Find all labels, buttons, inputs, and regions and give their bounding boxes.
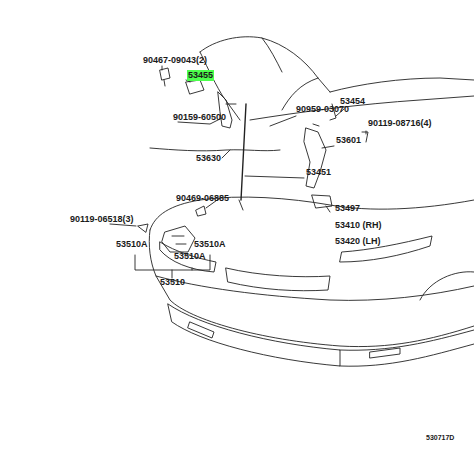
part-number: 53497: [335, 203, 360, 214]
part-number: 90467-09043(2): [143, 55, 207, 66]
part-number: 53510A: [194, 239, 226, 250]
part-number: 53510A: [116, 239, 148, 250]
part-number: 53455: [187, 70, 214, 81]
part-number: 53601: [336, 135, 361, 146]
part-number: 90159-60500: [173, 112, 226, 123]
part-number: 53451: [306, 167, 331, 178]
part-number: 53410 (RH): [335, 220, 382, 231]
part-number: 90119-06518(3): [70, 214, 134, 225]
part-number: 53454: [340, 96, 365, 107]
part-number: 53420 (LH): [335, 236, 381, 247]
part-number: 53510: [160, 277, 185, 288]
part-number: 53630: [196, 153, 221, 164]
part-number: 90469-06885: [176, 193, 229, 204]
part-number: 90119-08716(4): [368, 118, 432, 129]
figure-code: 530717D: [426, 432, 454, 443]
part-number: 53510A: [174, 251, 206, 262]
